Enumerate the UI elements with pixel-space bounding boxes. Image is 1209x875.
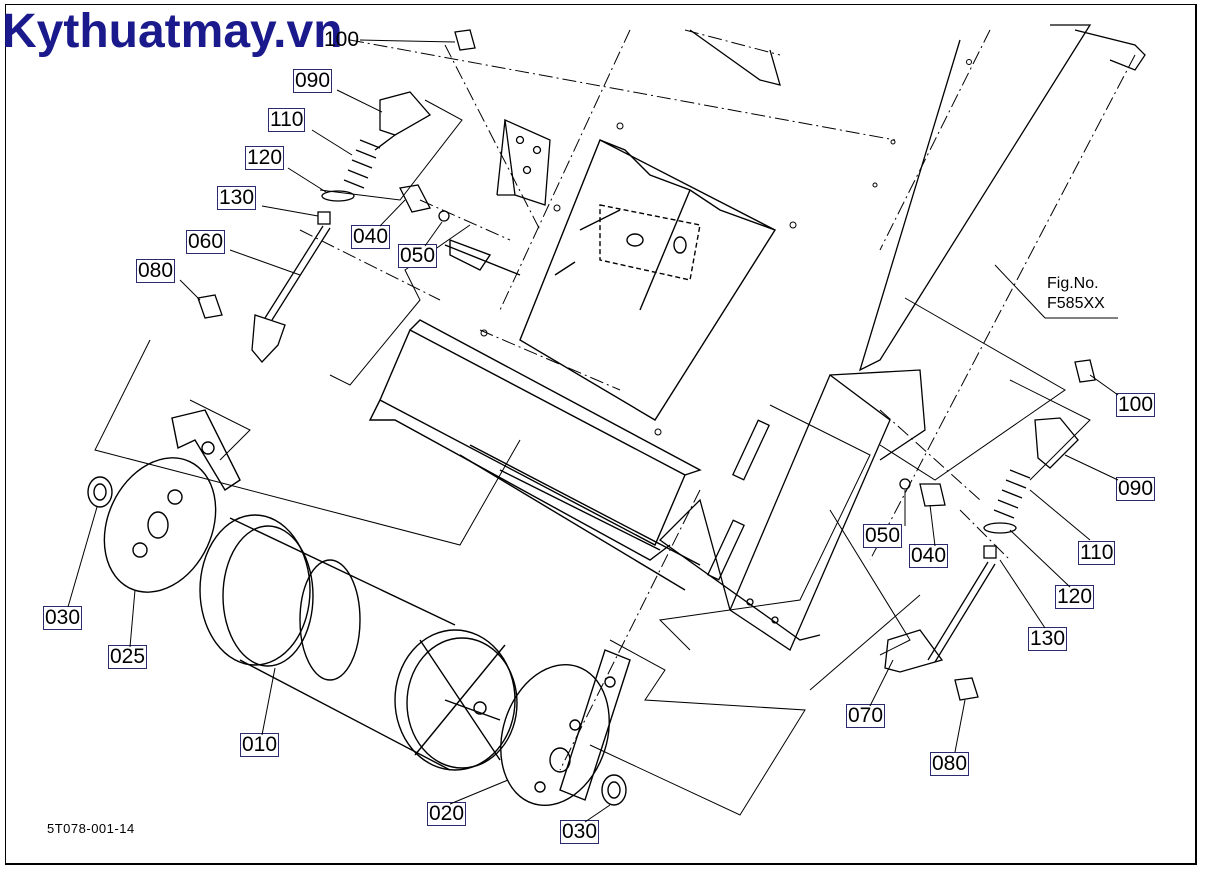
end-plate-left [103,409,241,593]
figure-number: Fig.No. F585XX [1047,274,1105,314]
callout-100-right[interactable]: 100 [1116,393,1156,417]
chain-lines [299,29,1136,771]
bearing-right [601,774,627,806]
right-frame-bracket [658,369,926,651]
hopper-plate [519,139,777,421]
callout-030-left[interactable]: 030 [43,606,83,630]
callout-130-left[interactable]: 130 [217,186,257,210]
callout-100-top[interactable]: 100 [324,28,360,51]
drawing-frame [5,4,1197,865]
chute-trough [368,238,702,591]
callout-090-right[interactable]: 090 [1116,477,1156,501]
bearing-left [87,476,113,508]
callout-050-left[interactable]: 050 [398,244,438,268]
callout-110-right[interactable]: 110 [1078,541,1116,565]
callout-070[interactable]: 070 [846,704,886,728]
callout-040-left[interactable]: 040 [351,225,391,249]
side-rail [689,24,1146,372]
leader-lines [94,99,1118,816]
callout-025[interactable]: 025 [108,645,148,669]
roller-drum [199,514,518,771]
callout-030-right[interactable]: 030 [560,820,600,844]
document-id: 5T078-001-14 [47,821,135,836]
watermark-logo: Kythuatmay.vn [2,5,343,58]
callout-080-right[interactable]: 080 [930,752,970,776]
figure-number-label: Fig.No. [1047,275,1099,292]
figure-number-code: F585XX [1047,295,1105,312]
end-plate-right [500,649,631,807]
callout-080-left[interactable]: 080 [136,259,176,283]
callout-120-left[interactable]: 120 [245,146,285,170]
callout-060[interactable]: 060 [186,230,226,254]
upper-bracket [496,118,551,206]
callout-130-right[interactable]: 130 [1028,627,1068,651]
callout-040-right[interactable]: 040 [909,544,949,568]
callout-120-right[interactable]: 120 [1055,585,1095,609]
callout-090-left[interactable]: 090 [293,69,333,93]
callout-050-right[interactable]: 050 [863,524,903,548]
left-tension-assembly [197,29,476,363]
pilot-dots [480,59,972,436]
callout-020[interactable]: 020 [427,802,467,826]
callout-110-left[interactable]: 110 [268,108,306,132]
callout-010[interactable]: 010 [240,733,280,757]
